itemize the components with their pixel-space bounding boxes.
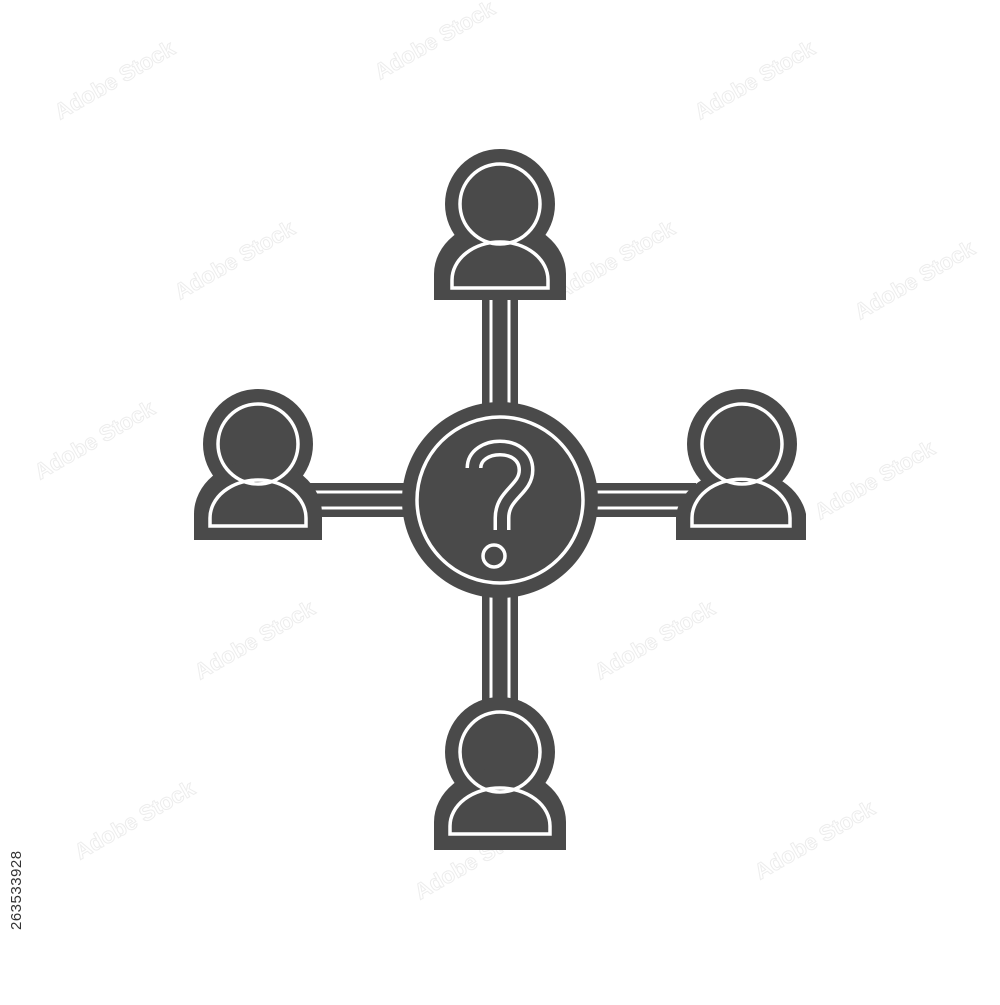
user-icon (434, 697, 566, 850)
svg-text:Adobe Stock: Adobe Stock (810, 435, 940, 524)
user-icon (194, 389, 322, 540)
svg-text:Adobe Stock: Adobe Stock (30, 395, 160, 484)
svg-text:Adobe Stock: Adobe Stock (590, 595, 720, 684)
center-question-node (402, 402, 598, 598)
person-node-left (194, 389, 322, 540)
svg-text:Adobe Stock: Adobe Stock (50, 35, 180, 124)
user-icon (434, 149, 566, 300)
svg-text:Adobe Stock: Adobe Stock (190, 595, 320, 684)
person-node-bottom (434, 697, 566, 850)
person-node-top (434, 149, 566, 300)
connector-lines (300, 292, 696, 716)
user-icon (676, 389, 806, 540)
connector-top (482, 292, 518, 417)
svg-text:Adobe Stock: Adobe Stock (690, 35, 820, 124)
svg-text:Adobe Stock: Adobe Stock (70, 775, 200, 864)
question-mark-icon (465, 439, 535, 569)
svg-text:Adobe Stock: Adobe Stock (550, 215, 680, 304)
connector-bottom (482, 586, 518, 716)
stock-id-label: 263533928 (8, 850, 25, 930)
svg-text:Adobe Stock: Adobe Stock (170, 215, 300, 304)
svg-text:Adobe Stock: Adobe Stock (850, 235, 980, 324)
svg-text:Adobe Stock: Adobe Stock (750, 795, 880, 884)
person-node-right (676, 389, 806, 540)
svg-text:Adobe Stock: Adobe Stock (370, 0, 500, 84)
